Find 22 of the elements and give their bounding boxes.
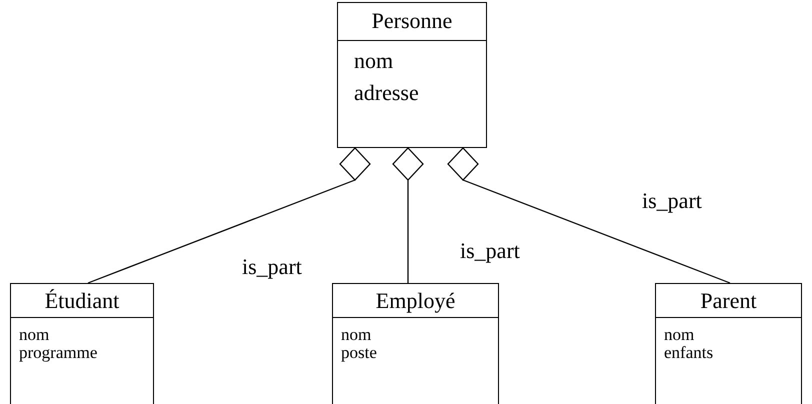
class-name: Parent	[656, 284, 801, 318]
edge-label: is_part	[640, 190, 704, 212]
class-box	[10, 283, 154, 404]
class-box	[332, 283, 499, 404]
aggregation-connector	[392, 147, 424, 283]
class-name: Étudiant	[11, 284, 153, 318]
aggregation-connector	[447, 147, 730, 284]
edge-label: is_part	[458, 240, 522, 262]
attribute-text: nom	[19, 326, 50, 344]
attribute-text: adresse	[354, 79, 420, 107]
class-box	[337, 2, 487, 148]
attribute-text: programme	[19, 344, 98, 362]
aggregation-connector	[88, 147, 371, 284]
class-name: Employé	[333, 284, 498, 318]
attribute-text: nom	[664, 326, 696, 344]
attribute-text: nom	[354, 47, 394, 75]
edge-label: is_part	[240, 256, 304, 278]
class-box	[655, 283, 802, 404]
attribute-text: nom	[341, 326, 372, 344]
class-name: Personne	[338, 3, 486, 41]
attribute-text: enfants	[664, 344, 714, 362]
attribute-text: poste	[341, 344, 378, 362]
